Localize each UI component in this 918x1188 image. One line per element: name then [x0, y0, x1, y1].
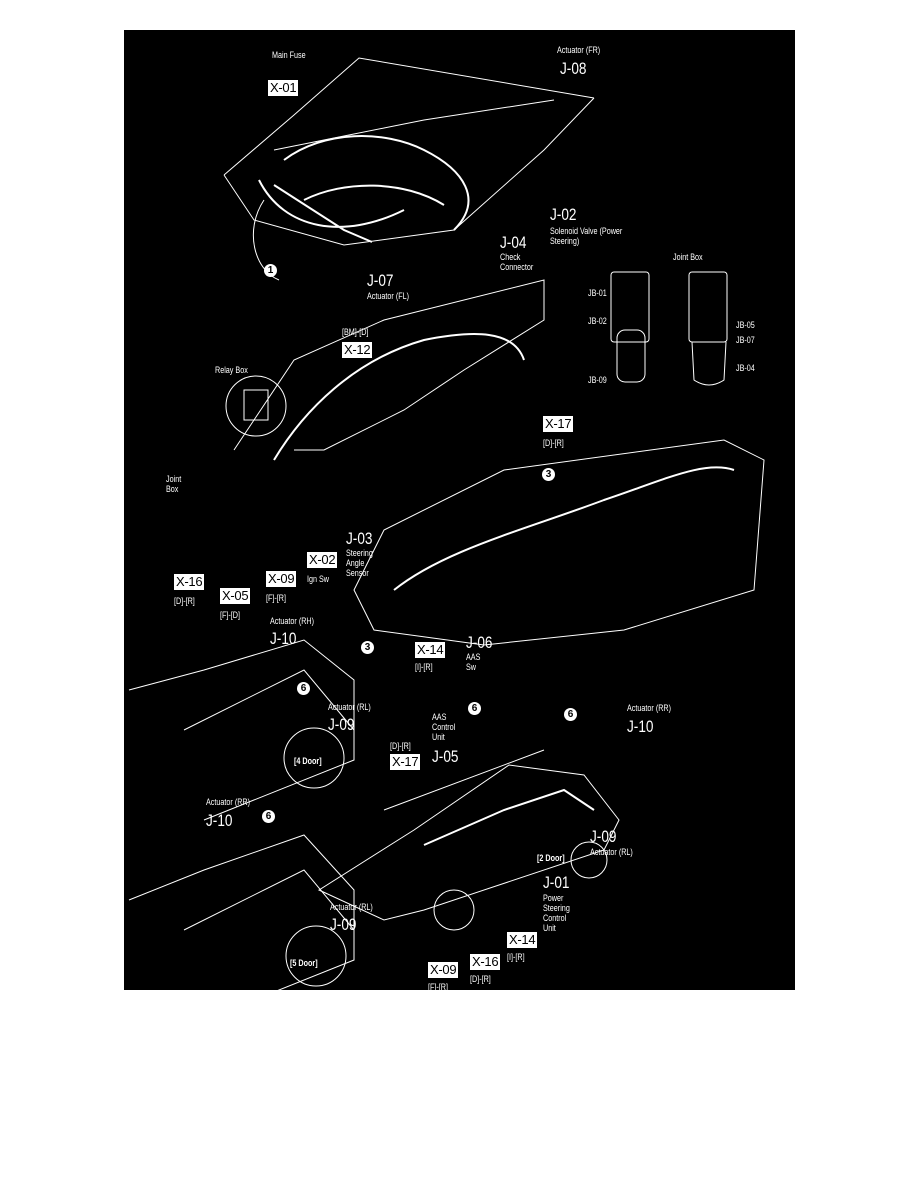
callout-circle-6a-2door: 6 [468, 702, 481, 715]
jb02-label[interactable]: JB-02 [588, 316, 607, 326]
j02-description: Solenoid Valve (Power Steering) [550, 226, 623, 246]
x16-sub: [D]-[R] [174, 596, 195, 606]
actuator-rr-label-2door: Actuator (RR) [627, 703, 672, 713]
connector-j02[interactable]: J-02 [550, 205, 577, 224]
connector-x14-2door[interactable]: X-14 [507, 932, 538, 948]
j04-description: Check Connector [500, 252, 534, 272]
connector-x16-2door[interactable]: X-16 [470, 954, 501, 970]
bm-d-label: [BM]-[D] [342, 327, 369, 337]
car-2door-drawing [317, 749, 620, 931]
aas-control-unit-label: AAS Control Unit [432, 712, 456, 742]
joint-box-title: Joint Box [673, 252, 703, 262]
connector-x17[interactable]: X-17 [543, 416, 574, 432]
connector-x09-2door[interactable]: X-09 [428, 962, 459, 978]
connector-x05[interactable]: X-05 [220, 588, 251, 604]
callout-circle-6-5door: 6 [262, 810, 275, 823]
actuator-rr-label-5door: Actuator (RR) [206, 797, 251, 807]
connector-j08[interactable]: J-08 [560, 59, 587, 78]
callout-circle-6-4door: 6 [297, 682, 310, 695]
harness-line-art [128, 57, 765, 990]
x09-sub: [F]-[R] [266, 593, 286, 603]
car-4door-drawing [128, 639, 355, 821]
actuator-rl-label-5door: Actuator (RL) [330, 902, 373, 912]
x05-sub: [F]-[D] [220, 610, 240, 620]
connector-j05[interactable]: J-05 [432, 747, 459, 766]
connector-x09[interactable]: X-09 [266, 571, 297, 587]
callout-circle-6b-2door: 6 [564, 708, 577, 721]
connector-j07[interactable]: J-07 [367, 271, 394, 290]
x16-sub-2door: [D]-[R] [470, 974, 491, 984]
engine-bay-drawing [223, 57, 595, 281]
jb05-label[interactable]: JB-05 [736, 320, 755, 330]
callout-circle-1: 1 [264, 264, 277, 277]
actuator-rl-label-2door: Actuator (RL) [590, 847, 633, 857]
j01-description: Power Steering Control Unit [543, 893, 570, 933]
joint-box-label: Joint Box [166, 474, 182, 494]
5-door-label: [5 Door] [290, 958, 318, 968]
actuator-rl-label-4door: Actuator (RL) [328, 702, 371, 712]
connector-j10-4door[interactable]: J-10 [270, 629, 297, 648]
connector-j10-5door[interactable]: J-10 [206, 811, 233, 830]
x14-sub-2door: [I]-[R] [507, 952, 525, 962]
x09-sub-2door: [F]-[R] [428, 982, 448, 992]
x17-sub: [D]-[R] [543, 438, 564, 448]
actuator-rh-label: Actuator (RH) [270, 616, 315, 626]
jb09-label[interactable]: JB-09 [588, 375, 607, 385]
connector-x02[interactable]: X-02 [307, 552, 338, 568]
4-door-label: [4 Door] [294, 756, 322, 766]
connector-j04[interactable]: J-04 [500, 233, 527, 252]
joint-box-drawing [610, 271, 728, 386]
j03-description: Steering Angle Sensor [346, 548, 373, 578]
car-5door-drawing [128, 834, 355, 990]
wiring-diagram-panel: Main Fuse X-01 Actuator (FR) J-08 J-02 S… [124, 30, 795, 992]
connector-j09-4door[interactable]: J-09 [328, 715, 355, 734]
label-text: Main Fuse [272, 50, 306, 60]
main-fuse-label: Main Fuse [272, 50, 306, 60]
actuator-fr-label: Actuator (FR) [557, 45, 601, 55]
jb04-label[interactable]: JB-04 [736, 363, 755, 373]
connector-j03[interactable]: J-03 [346, 529, 373, 548]
connector-x12[interactable]: X-12 [342, 342, 373, 358]
connector-x17-2door[interactable]: X-17 [390, 754, 421, 770]
2-door-label: [2 Door] [537, 853, 565, 863]
connector-x16[interactable]: X-16 [174, 574, 205, 590]
x17-sub-2door: [D]-[R] [390, 741, 411, 751]
j07-description: Actuator (FL) [367, 291, 410, 301]
dashboard-drawing [353, 439, 765, 646]
jb01-label[interactable]: JB-01 [588, 288, 607, 298]
connector-x01[interactable]: X-01 [268, 80, 299, 96]
callout-circle-3a: 3 [542, 468, 555, 481]
x14-sub: [I]-[R] [415, 662, 433, 672]
relay-box-label: Relay Box [215, 365, 248, 375]
connector-x14[interactable]: X-14 [415, 642, 446, 658]
connector-j09-2door[interactable]: J-09 [590, 827, 617, 846]
jb07-label[interactable]: JB-07 [736, 335, 755, 345]
instrument-panel-drawing [225, 279, 545, 461]
callout-circle-3b: 3 [361, 641, 374, 654]
connector-j06[interactable]: J-06 [466, 633, 493, 652]
connector-j01[interactable]: J-01 [543, 873, 570, 892]
x02-sub: Ign Sw [307, 574, 330, 584]
connector-j09-5door[interactable]: J-09 [330, 915, 357, 934]
j06-description: AAS Sw [466, 652, 481, 672]
connector-j10-2door[interactable]: J-10 [627, 717, 654, 736]
